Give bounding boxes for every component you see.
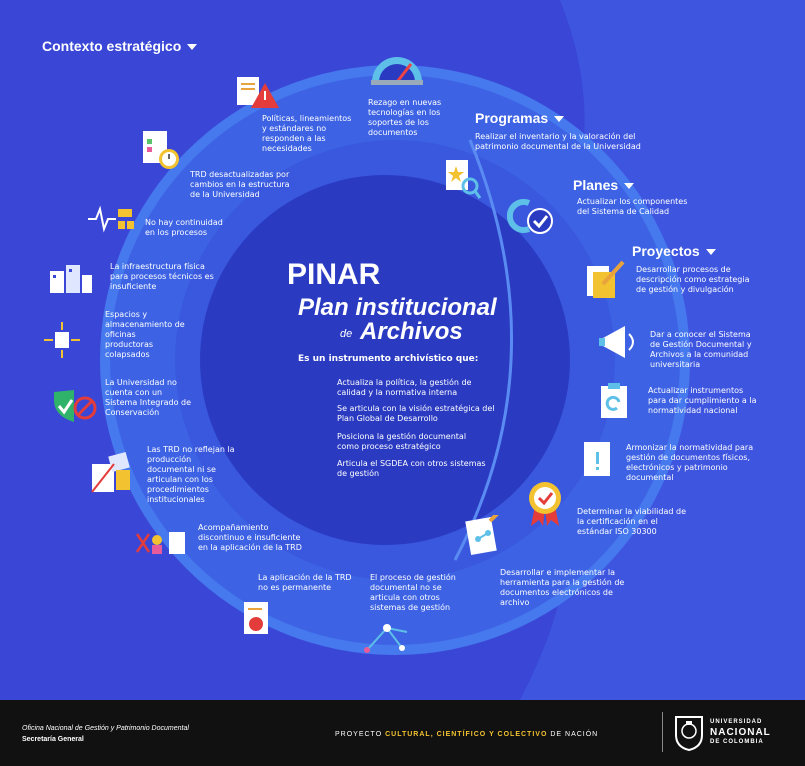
context-item: Acompañamiento discontinuo e insuficient…: [198, 523, 302, 552]
center-point: Posiciona la gestión documental como pro…: [337, 432, 467, 451]
context-item: Las TRD no reflejan la producción docume…: [147, 445, 235, 504]
context-item: Rezago en nuevas tecnologías en los sopo…: [368, 98, 442, 137]
center-point: Actualiza la política, la gestión de cal…: [337, 378, 472, 397]
heading-planes[interactable]: Planes: [573, 177, 635, 193]
title-de: de: [340, 328, 353, 340]
proyecto-item: Desarrollar e implementar la herramienta…: [500, 568, 625, 607]
document-chart-icon: [244, 602, 268, 634]
context-item: La infraestructura física para procesos …: [110, 262, 214, 291]
heading-proyectos[interactable]: Proyectos: [632, 243, 716, 259]
chevron-down-icon: [705, 249, 716, 256]
planes-text: Actualizar los componentes del Sistema d…: [577, 197, 688, 216]
proyecto-highlight: CULTURAL, CIENTÍFICO Y COLECTIVO: [385, 731, 548, 738]
chevron-down-icon: [624, 183, 635, 190]
document-warning-icon: [237, 77, 279, 108]
network-icon: [364, 624, 408, 653]
proyecto-suffix: DE NACIÓN: [550, 731, 599, 738]
context-item: La aplicación de la TRD no es permanente: [258, 573, 352, 592]
center-circle: [200, 175, 570, 545]
shield-check-icon: [54, 390, 97, 422]
context-item: Políticas, lineamientos y estándares no …: [262, 114, 352, 153]
footer-proyecto: PROYECTO CULTURAL, CIENTÍFICO Y COLECTIV…: [335, 731, 598, 738]
megaphone-icon: [599, 326, 634, 358]
center-intro: Es un instrumento archivístico que:: [298, 354, 479, 364]
proyecto-item: Determinar la viabilidad de la certifica…: [577, 507, 686, 536]
center-point: Articula el SGDEA con otros sistemas de …: [337, 459, 486, 478]
divider-curve: [453, 139, 514, 561]
context-item: No hay continuidad en los procesos: [145, 218, 223, 237]
gauge-icon: [371, 57, 423, 85]
document-alert-icon: [584, 442, 610, 476]
title-archivos: Archivos: [360, 318, 463, 345]
chevron-down-icon: [554, 116, 565, 123]
chevron-down-icon: [187, 44, 198, 51]
heading-contexto[interactable]: Contexto estratégico: [42, 38, 198, 54]
proyecto-item: Actualizar instrumentos para dar cumplim…: [648, 386, 757, 415]
proyecto-item: Desarrollar procesos de descripción como…: [636, 265, 750, 294]
heading-programas[interactable]: Programas: [475, 110, 565, 126]
quality-check-icon: [507, 199, 553, 234]
buildings-icon: [50, 265, 92, 293]
digital-document-icon: [465, 515, 499, 555]
context-item: Espacios y almacenamiento de oficinas pr…: [105, 310, 185, 359]
clipboard-refresh-icon: [601, 383, 627, 418]
footer-divider: [662, 712, 663, 752]
document-search-icon: [446, 160, 482, 199]
proyecto-prefix: PROYECTO: [335, 731, 383, 738]
process-flow-icon: [88, 205, 134, 233]
univ-line1: UNIVERSIDAD: [710, 719, 763, 725]
programas-text: Realizar el inventario y la valoración d…: [475, 132, 641, 151]
center-point: Se articula con la visión estratégica de…: [337, 404, 495, 423]
documents-stack-icon: [91, 451, 130, 493]
title-pinar: PINAR: [287, 258, 381, 291]
university-seal-icon: [675, 716, 703, 751]
context-item: La Universidad no cuenta con un Sistema …: [105, 378, 192, 417]
footer-office: Oficina Nacional de Gestión y Patrimonio…: [22, 725, 189, 732]
document-pencil-icon: [587, 260, 625, 298]
proyecto-item: Armonizar la normatividad para gestión d…: [626, 443, 754, 482]
storage-expand-icon: [44, 322, 80, 358]
footer-secretaria: Secretaría General: [22, 736, 84, 743]
document-clock-icon: [143, 131, 179, 169]
context-item: TRD desactualizadas por cambios en la es…: [190, 170, 290, 199]
univ-line2: NACIONAL: [710, 727, 771, 738]
context-item: El proceso de gestión documental no se a…: [370, 573, 456, 612]
title-line1: Plan institucional: [298, 294, 497, 321]
certificate-badge-icon: [529, 482, 561, 526]
people-document-icon: [135, 532, 185, 554]
footer-bar: Oficina Nacional de Gestión y Patrimonio…: [0, 700, 805, 766]
proyecto-item: Dar a conocer el Sistema de Gestión Docu…: [650, 330, 752, 369]
univ-line3: DE COLOMBIA: [710, 739, 764, 745]
